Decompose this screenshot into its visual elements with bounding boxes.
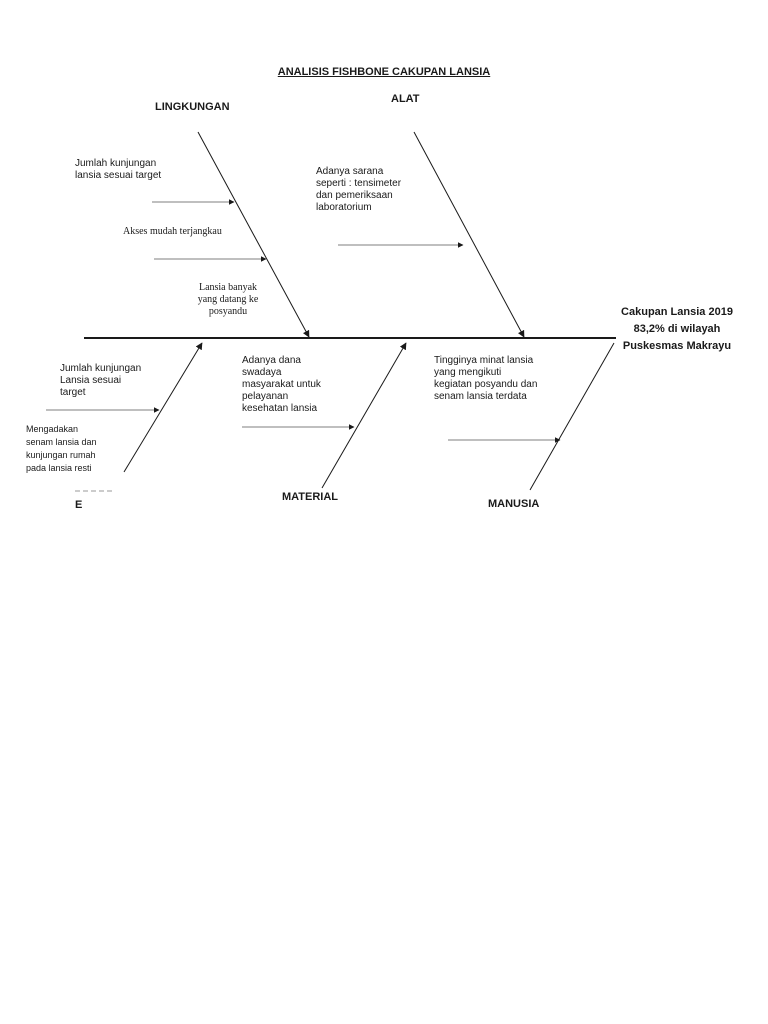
- category-metode: E: [75, 499, 83, 511]
- effect-label: Cakupan Lansia 2019 83,2% di wilayah Pus…: [621, 306, 733, 352]
- category-material: MATERIAL: [282, 491, 339, 503]
- cause-manusia-1: Tingginya minat lansia yang mengikuti ke…: [434, 355, 538, 402]
- bone-manusia: [529, 342, 615, 491]
- bone-material: [321, 342, 407, 489]
- cause-lingkungan-3: Lansia banyak yang datang ke posyandu: [197, 282, 259, 317]
- cause-material-1: Adanya dana swadaya masyarakat untuk pel…: [242, 355, 321, 414]
- bone-metode: [123, 342, 203, 473]
- bone-alat: [413, 131, 525, 338]
- category-lingkungan: LINGKUNGAN: [155, 101, 230, 113]
- diagram-title: ANALISIS FISHBONE CAKUPAN LANSIA: [277, 66, 491, 78]
- cause-metode-1: Jumlah kunjungan Lansia sesuai target: [60, 363, 142, 398]
- category-manusia: MANUSIA: [488, 498, 540, 510]
- bone-lingkungan: [197, 131, 310, 338]
- cause-lingkungan-2: Akses mudah terjangkau: [123, 226, 222, 237]
- cause-metode-2: Mengadakan senam lansia dan kunjungan ru…: [26, 424, 97, 473]
- category-alat: ALAT: [391, 93, 420, 105]
- cause-alat-1: Adanya sarana seperti : tensimeter dan p…: [316, 166, 402, 213]
- cause-lingkungan-1: Jumlah kunjungan lansia sesuai target: [75, 158, 162, 181]
